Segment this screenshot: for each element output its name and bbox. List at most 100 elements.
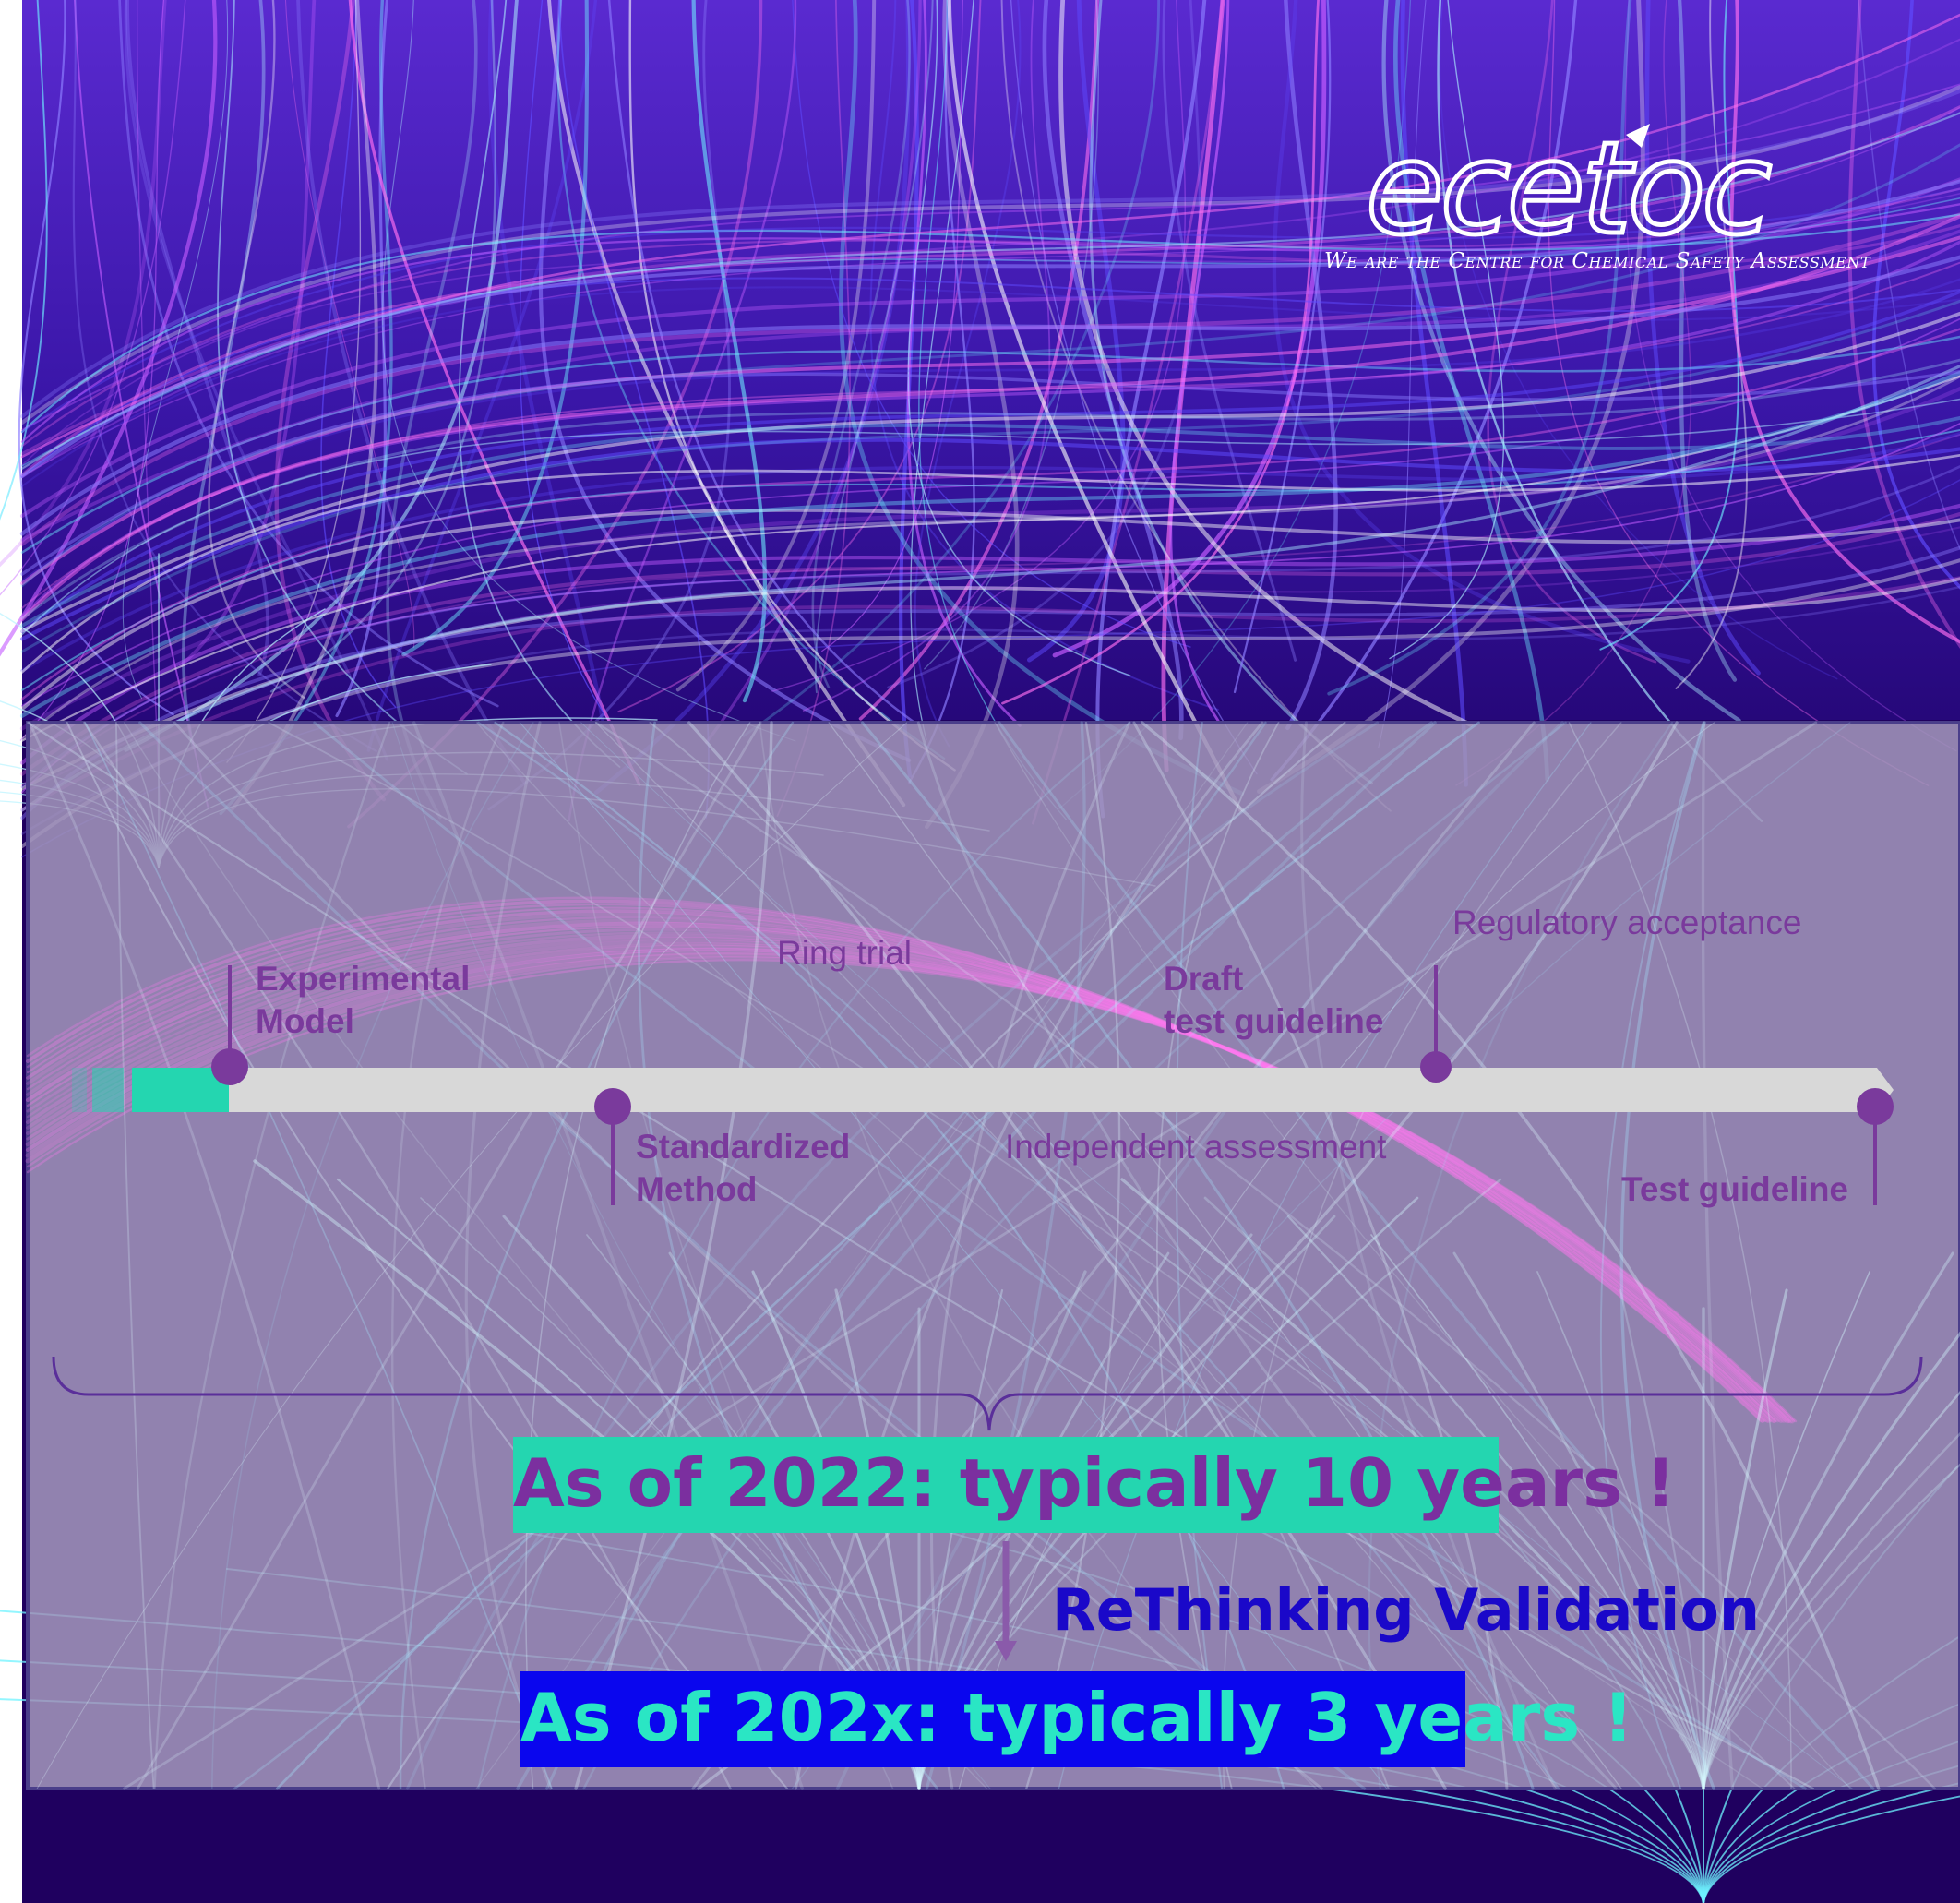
light-fiber <box>580 722 1853 1789</box>
milestone-label-line: Model <box>256 1002 354 1040</box>
light-fiber <box>26 940 1787 1423</box>
light-fiber <box>405 721 1380 1790</box>
light-fiber <box>20 358 1960 620</box>
light-fiber <box>26 912 1772 1423</box>
milestone-label-draft-test-guideline: Draft test guideline <box>1164 958 1383 1043</box>
light-fiber <box>1141 721 1881 1790</box>
light-fiber <box>20 508 1960 712</box>
light-fiber <box>1536 1271 1704 1789</box>
light-fiber <box>26 931 1781 1423</box>
light-fiber <box>179 0 317 667</box>
light-fiber <box>124 722 988 1789</box>
light-fiber <box>320 0 397 708</box>
light-fiber <box>1702 1431 1960 1790</box>
light-fiber <box>617 0 982 713</box>
light-fiber <box>20 286 1960 487</box>
light-fiber <box>412 721 805 1790</box>
light-fiber <box>556 0 946 760</box>
light-fiber <box>1437 0 1763 822</box>
light-fiber <box>26 937 1785 1423</box>
light-fiber <box>558 722 894 1789</box>
light-fiber <box>516 721 1437 1790</box>
light-fiber <box>1032 0 1225 825</box>
light-fiber <box>21 398 1960 636</box>
light-fiber <box>122 0 229 700</box>
light-fiber <box>114 722 155 1789</box>
logo-arrow-icon <box>1626 124 1650 148</box>
light-fiber <box>924 0 1099 670</box>
light-fiber <box>1644 0 1761 676</box>
light-fiber <box>1702 1391 1960 1790</box>
light-fiber <box>1703 1795 1960 1903</box>
light-fiber <box>20 526 1960 796</box>
light-fiber <box>771 0 1186 692</box>
light-fiber <box>924 0 1020 830</box>
milestone-label-line: test guideline <box>1164 1002 1384 1040</box>
light-fiber <box>691 0 767 703</box>
light-fiber <box>1452 1251 1705 1790</box>
light-fiber <box>274 0 387 802</box>
light-fiber <box>20 369 1960 576</box>
light-fiber <box>545 721 1433 1790</box>
light-fiber <box>791 722 1851 1789</box>
light-fiber <box>26 925 1777 1423</box>
light-fiber <box>26 958 1798 1423</box>
light-fiber <box>20 38 1960 479</box>
left-margin <box>0 0 22 1903</box>
light-fiber <box>925 721 1086 1790</box>
light-fiber <box>387 721 1346 1790</box>
light-fiber <box>21 83 1960 431</box>
light-fiber <box>18 0 174 716</box>
light-fiber <box>1703 1271 1870 1789</box>
light-fiber <box>1677 0 1738 682</box>
light-fiber <box>296 0 526 784</box>
light-fiber <box>348 0 641 786</box>
light-fiber <box>217 0 468 775</box>
rethinking-arrow-head <box>995 1641 1017 1661</box>
milestone-label-line: Experimental <box>256 960 471 998</box>
light-fiber <box>742 0 1161 737</box>
light-fiber <box>475 722 1763 1789</box>
light-fiber <box>19 437 1960 641</box>
light-fiber <box>828 722 1622 1789</box>
light-fiber <box>20 432 1960 673</box>
light-fiber <box>574 721 773 1790</box>
light-fiber <box>391 722 991 1789</box>
light-fiber <box>1058 722 1592 1789</box>
light-fiber <box>594 721 1936 1790</box>
light-fiber <box>313 721 1807 1790</box>
light-fiber <box>1675 0 1748 689</box>
light-fiber <box>1400 0 1468 787</box>
light-fiber <box>20 277 1960 478</box>
milestone-dot-draft-test-guideline <box>1420 1051 1452 1083</box>
light-fiber <box>1439 0 1838 680</box>
light-fiber <box>19 0 165 741</box>
light-fiber <box>27 721 1814 1790</box>
light-fiber <box>1847 0 1960 649</box>
milestone-label-line: Draft <box>1164 960 1244 998</box>
light-fiber <box>125 0 269 676</box>
light-fiber <box>1548 0 1930 786</box>
light-fiber <box>226 0 362 763</box>
light-fiber <box>464 721 553 1790</box>
light-fiber <box>1568 722 1792 1789</box>
light-fiber <box>1619 1288 1705 1790</box>
light-fiber <box>366 0 598 752</box>
light-fiber <box>233 721 1267 1790</box>
light-fiber <box>582 721 1567 1790</box>
light-fiber <box>26 899 1764 1423</box>
light-fiber <box>1703 1765 1960 1903</box>
light-fiber <box>21 197 1960 467</box>
statement-current-duration: As of 2022: typically 10 years ! <box>513 1437 1676 1533</box>
light-fiber <box>28 721 381 1790</box>
light-fiber <box>1169 0 1230 724</box>
light-fiber <box>123 721 1818 1790</box>
light-fiber <box>835 721 1564 1790</box>
phase-label-independent-assessment: Independent assessment <box>1005 1128 1387 1166</box>
milestone-label-line: Method <box>636 1170 758 1208</box>
light-fiber <box>458 0 621 768</box>
light-fiber <box>1257 0 1645 794</box>
light-fiber <box>802 0 1051 712</box>
